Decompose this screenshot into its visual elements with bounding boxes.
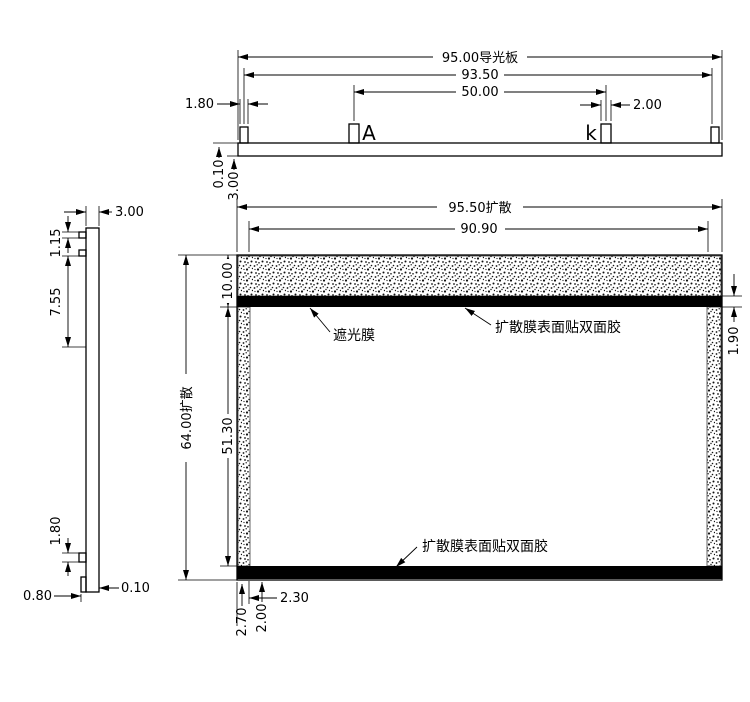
diffuser-right-band xyxy=(706,306,722,567)
dim-text-64-00: 64.00扩散 xyxy=(180,386,195,449)
dim-text-90-90: 90.90 xyxy=(460,222,497,237)
dim-inner-width-top: 93.50 xyxy=(243,68,713,124)
dim-front-overall-width: 95.50扩散 xyxy=(236,199,723,252)
dim-text-10-00: 10.00 xyxy=(221,262,236,299)
dim-text-93-50: 93.50 xyxy=(461,68,498,83)
dim-text-2-00-bottom: 2.00 xyxy=(255,604,270,633)
dim-text-0-10-top: 0.10 xyxy=(212,160,227,189)
diffuser-outline xyxy=(236,254,723,581)
tab-right xyxy=(710,126,720,144)
dim-side-foot: 0.80 xyxy=(23,589,82,604)
dim-text-95-00: 95.00导光板 xyxy=(442,51,518,66)
leader-adhesive-bottom: 扩散膜表面贴双面胶 xyxy=(395,538,548,568)
shield-film-band xyxy=(237,296,722,307)
leader-adhesive-top: 扩散膜表面贴双面胶 xyxy=(464,307,621,336)
dim-text-side-0-10: 0.10 xyxy=(121,581,150,596)
side-tab-top-1 xyxy=(78,231,87,239)
dim-side-thickness: 3.00 xyxy=(64,205,144,226)
diffuser-left-band xyxy=(237,306,251,567)
dim-front-inner-width: 90.90 xyxy=(248,221,709,252)
dim-text-95-50: 95.50扩散 xyxy=(448,201,511,216)
label-adhesive-bottom: 扩散膜表面贴双面胶 xyxy=(422,538,548,555)
dim-text-1-90: 1.90 xyxy=(727,327,742,356)
label-shield-film: 遮光膜 xyxy=(333,328,375,344)
dim-electrode-spacing: 50.00 xyxy=(353,85,607,121)
dim-left-tab: 1.80 xyxy=(185,97,268,124)
dim-top-band-height: 10.00 xyxy=(221,255,236,307)
top-view: 95.00导光板 93.50 50.00 1.80 xyxy=(185,50,723,201)
side-tab-top-2 xyxy=(78,249,87,257)
dim-text-2-30: 2.30 xyxy=(280,591,309,606)
side-tab-bottom xyxy=(78,552,87,563)
dim-text-3-00-top: 3.00 xyxy=(227,172,242,201)
dim-side-upper-section: 7.55 xyxy=(49,255,86,348)
dim-overall-width-top: 95.00导光板 xyxy=(237,50,723,140)
label-anode: A xyxy=(362,121,376,145)
dim-cathode-tab: 2.00 xyxy=(580,98,662,121)
dim-text-2-00: 2.00 xyxy=(633,98,662,113)
dim-text-1-15: 1.15 xyxy=(49,229,64,258)
light-guide-plate-bar xyxy=(237,142,723,157)
dim-text-2-70: 2.70 xyxy=(235,608,250,637)
dim-bottom-group: 2.70 2.00 2.30 xyxy=(235,581,309,636)
dim-side-bottom-tab: 1.80 xyxy=(49,517,79,576)
dim-plate-thickness: 0.10 3.00 xyxy=(212,142,242,201)
dim-text-side-1-80: 1.80 xyxy=(49,517,64,546)
label-adhesive-top: 扩散膜表面贴双面胶 xyxy=(495,319,621,336)
dim-shield-thickness: 1.90 xyxy=(722,274,742,355)
diffuser-top-band xyxy=(237,255,722,297)
dim-text-side-3-00: 3.00 xyxy=(115,205,144,220)
dim-overall-height: 64.00扩散 xyxy=(178,255,195,580)
dim-text-51-30: 51.30 xyxy=(221,417,236,454)
tab-left xyxy=(239,126,249,144)
leader-shield-film: 遮光膜 xyxy=(309,307,375,344)
dim-text-1-80: 1.80 xyxy=(185,97,214,112)
dim-text-0-80: 0.80 xyxy=(23,589,52,604)
bottom-adhesive-band xyxy=(237,566,722,579)
side-profile-bar xyxy=(85,227,100,593)
side-view: 3.00 1.15 7.55 1 xyxy=(23,205,150,604)
side-foot xyxy=(80,576,87,593)
dim-text-7-55: 7.55 xyxy=(49,288,64,317)
dim-inner-height: 51.30 xyxy=(221,307,236,566)
dim-side-top-tab: 1.15 xyxy=(49,216,79,257)
label-cathode: k xyxy=(585,121,597,145)
dim-side-step: 0.10 xyxy=(99,581,150,596)
tab-cathode xyxy=(600,123,612,144)
front-view: 95.50扩散 90.90 10.00 51. xyxy=(178,199,742,636)
tab-anode xyxy=(348,123,360,144)
dim-text-50-00: 50.00 xyxy=(461,85,498,100)
